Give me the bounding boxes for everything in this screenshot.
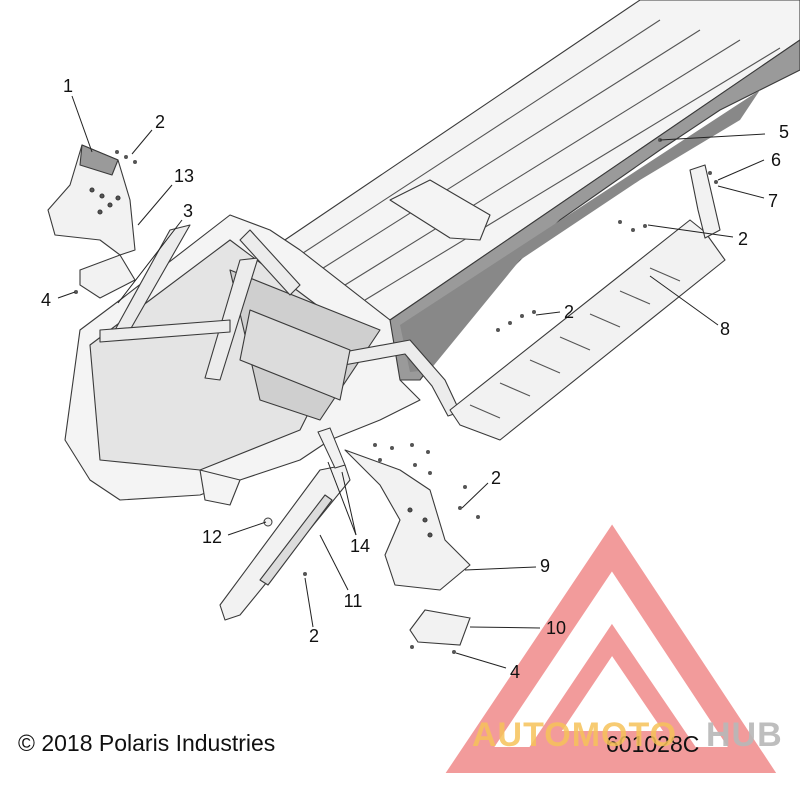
callout-2: 2 bbox=[737, 229, 749, 249]
fasteners bbox=[74, 138, 718, 654]
part-14-bracket bbox=[317, 427, 346, 469]
part-1-bracket bbox=[47, 144, 136, 256]
watermark-logo bbox=[445, 524, 777, 773]
callout-4: 4 bbox=[40, 290, 52, 310]
callout-5: 5 bbox=[778, 122, 790, 142]
leader-lines bbox=[57, 95, 766, 669]
callout-11: 11 bbox=[343, 591, 363, 611]
tunnel-side-panel bbox=[389, 39, 800, 381]
watermark-word-a: AUTOMOTO bbox=[472, 716, 678, 754]
part-3-plate bbox=[79, 254, 136, 299]
tunnel-top bbox=[269, 0, 800, 321]
callout-2: 2 bbox=[308, 626, 320, 646]
tunnel-bracket bbox=[389, 179, 491, 241]
callout-1: 1 bbox=[62, 76, 74, 96]
part-8-running-board bbox=[449, 164, 726, 441]
callout-4: 4 bbox=[509, 662, 521, 682]
callout-6: 6 bbox=[770, 150, 782, 170]
callout-9: 9 bbox=[539, 556, 551, 576]
callout-14: 14 bbox=[349, 536, 371, 556]
callout-3: 3 bbox=[182, 201, 194, 221]
copyright-text: © 2018 Polaris Industries bbox=[18, 730, 276, 756]
callout-7: 7 bbox=[767, 191, 779, 211]
callout-2: 2 bbox=[490, 468, 502, 488]
part-12-fastener bbox=[263, 517, 273, 527]
callout-2: 2 bbox=[154, 112, 166, 132]
part-10-plate bbox=[409, 609, 471, 646]
callout-10: 10 bbox=[545, 618, 567, 638]
callout-12: 12 bbox=[201, 527, 223, 547]
callout-13: 13 bbox=[173, 166, 195, 186]
callout-8: 8 bbox=[719, 319, 731, 339]
part-11-plate bbox=[219, 464, 351, 621]
watermark-word-b: HUB bbox=[706, 716, 783, 754]
part-9-bracket bbox=[344, 449, 471, 591]
figure-code: 601028C bbox=[606, 731, 700, 757]
callout-2: 2 bbox=[563, 302, 575, 322]
